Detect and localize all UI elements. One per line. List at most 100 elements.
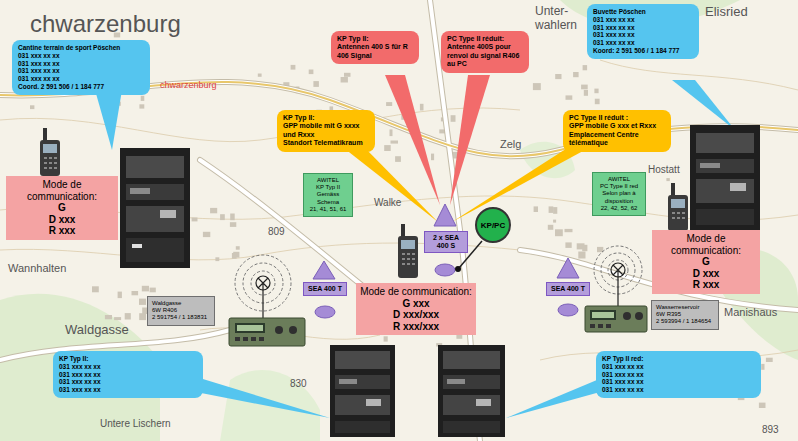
map-buildings xyxy=(384,336,388,341)
map-place-name: Hostatt xyxy=(648,164,680,175)
antenna-callout: PC Type II réduit:Antenne 400S pour renv… xyxy=(441,31,529,73)
handheld-radio xyxy=(412,253,415,255)
node-heading: Mode de communication: xyxy=(360,286,472,298)
node-text: Gemäss Schema xyxy=(307,191,349,205)
radio-set xyxy=(259,337,264,341)
handheld-radio xyxy=(54,162,57,164)
handheld-radio xyxy=(682,212,685,214)
map-buildings xyxy=(93,289,97,292)
handheld-radio xyxy=(398,224,418,278)
map-buildings xyxy=(420,104,424,111)
handheld-radio xyxy=(407,263,410,265)
node-text: D xxx xyxy=(10,214,114,226)
node-text: 031 xxx xx xx xyxy=(59,363,197,371)
node-heading: Mode de communication: xyxy=(10,179,114,202)
node-heading: Buvette Pöschen xyxy=(593,8,693,16)
map-buildings xyxy=(341,77,348,83)
antenna-callout: KP Typ II:Antennen 400 S für R 406 Signa… xyxy=(331,31,419,64)
map-buildings xyxy=(309,70,314,75)
mode-box: Mode de communication:G xxxD xxx/xxxR xx… xyxy=(356,283,476,335)
handheld-radio xyxy=(401,224,405,238)
node-heading: KP Typ II red: xyxy=(602,355,755,363)
mode-box: Mode de communication:GD xxxR xxx xyxy=(652,230,760,294)
map-buildings xyxy=(451,115,456,122)
map-buildings xyxy=(573,72,579,77)
radio-set xyxy=(237,325,263,331)
node-text: 031 xxx xx xx xyxy=(18,52,144,60)
radio-set xyxy=(585,306,647,332)
radio-set xyxy=(592,312,614,318)
map-terrain xyxy=(0,60,798,360)
radio-set xyxy=(243,337,248,341)
map-buildings xyxy=(555,74,561,79)
handheld-radio xyxy=(402,263,405,265)
equipment-ellipse xyxy=(315,306,335,318)
node-text: 6W R406 xyxy=(152,307,210,314)
rack-photo xyxy=(696,179,754,203)
node-text: 031 xxx xx xx xyxy=(59,378,197,386)
handheld-radio xyxy=(43,128,47,142)
node-heading: KP Typ II: xyxy=(59,355,197,363)
node-text: 031 xxx xx xx xyxy=(602,371,755,379)
map-buildings xyxy=(533,83,541,90)
map-buildings xyxy=(114,317,121,320)
map-buildings xyxy=(595,99,600,105)
radio-set xyxy=(229,318,305,346)
equipment-ellipse xyxy=(435,264,455,276)
radio-set xyxy=(251,337,256,341)
gpp-callout: KP Typ II:GPP mobile mit G xxxx und Rxxx… xyxy=(277,110,375,152)
radio-set xyxy=(623,312,631,320)
map-buildings xyxy=(386,102,392,106)
node-text: Emplacement Centre télématique xyxy=(569,131,665,148)
map-place-name: Wannhalten xyxy=(8,262,66,274)
map-buildings xyxy=(139,313,146,320)
map-place-name: Walke xyxy=(374,197,401,208)
map-place-name: chwarzenburg xyxy=(160,80,217,90)
handheld-radio xyxy=(677,217,680,219)
rack-photo xyxy=(160,210,176,218)
rack-photo xyxy=(120,148,190,268)
handheld-radio xyxy=(54,157,57,159)
rack-photo xyxy=(126,156,184,178)
rack-photo xyxy=(730,183,746,191)
handheld-radio xyxy=(682,217,685,219)
node-text: 031 xxx xx xx xyxy=(593,24,693,32)
map-buildings xyxy=(230,214,235,221)
handheld-radio xyxy=(44,167,47,169)
map-place-name: chwarzenburg xyxy=(30,10,181,38)
antenna-symbol xyxy=(258,278,268,319)
handheld-radio xyxy=(54,167,57,169)
rack-photo xyxy=(132,244,142,248)
awitel-box: AWITELPC Type II redSelon plan à disposi… xyxy=(592,172,646,216)
node-text: 031 xxx xx xx xyxy=(593,39,693,47)
map-buildings xyxy=(391,141,399,144)
rack-photo xyxy=(696,209,754,225)
map-buildings xyxy=(139,299,146,305)
node-text: GPP mobile mit G xxxx und Rxxx xyxy=(283,122,369,139)
node-text: 031 xxx xx xx xyxy=(602,386,755,394)
handheld-radio xyxy=(40,128,60,176)
map-buildings xyxy=(553,220,556,223)
handheld-radio xyxy=(672,217,675,219)
rack-photo xyxy=(130,188,150,194)
map-buildings xyxy=(584,90,588,96)
map-buildings xyxy=(313,81,319,87)
rack-photo xyxy=(126,206,184,232)
handheld-radio xyxy=(402,258,405,260)
node-text: 031 xxx xx xx xyxy=(593,31,693,39)
handheld-radio xyxy=(40,140,60,176)
map-buildings xyxy=(534,206,538,212)
rack-photo xyxy=(438,345,505,437)
map-buildings xyxy=(30,105,34,109)
node-text: G xyxy=(656,256,756,268)
node-heading: KP/PC xyxy=(481,221,505,230)
radio-set xyxy=(235,337,264,341)
node-text: R xxx xyxy=(656,279,756,291)
antenna-triangle xyxy=(313,261,335,279)
handheld-radio xyxy=(671,183,675,197)
handheld-radio xyxy=(401,240,415,249)
map-buildings xyxy=(594,89,598,94)
handheld-radio xyxy=(44,157,57,169)
